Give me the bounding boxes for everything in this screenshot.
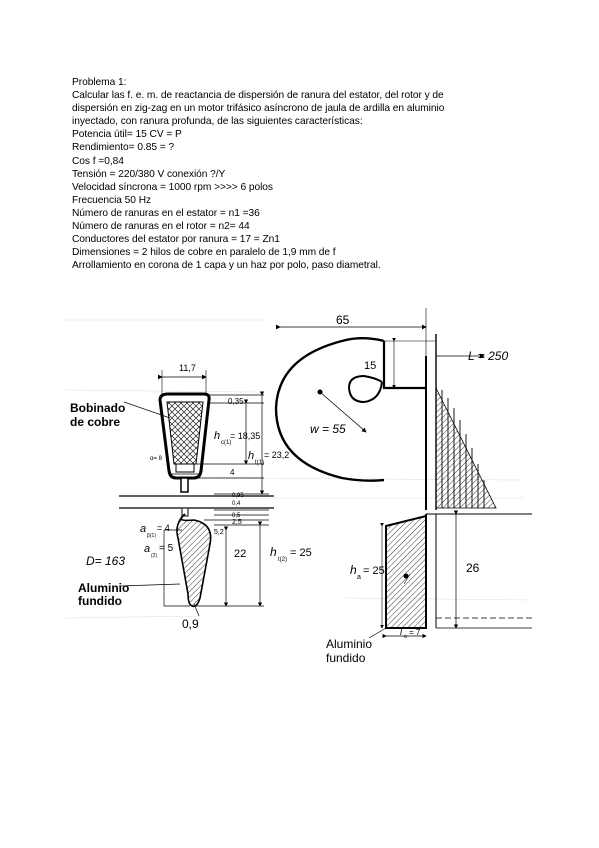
dim-26: 26 (466, 561, 480, 575)
problem-line: dispersión en zig-zag en un motor trifás… (72, 103, 445, 115)
problem-line: Número de ranuras en el estator = n1 =36 (72, 207, 260, 219)
a2-symbol: a (144, 543, 150, 555)
problem-line: Cos f =0,84 (72, 155, 124, 167)
dim-52: 5,2 (214, 529, 224, 536)
label-copper-2: de cobre (70, 415, 120, 429)
radius-w: w = 55 (310, 422, 346, 436)
ht1-value: = 23,2 (264, 450, 289, 460)
motor-slot-figure: 11,7 Bobinado de cobre 0,35 h c(1) = 18,… (64, 298, 532, 674)
ring-label-alu-2: fundido (326, 651, 366, 665)
hc1-symbol: h (214, 430, 220, 442)
problem-line: Conductores del estator por ranura = 17 … (72, 234, 280, 246)
abeta-sub: β(1) (147, 533, 156, 539)
dim-4: 4 (230, 468, 235, 477)
stator-slot (158, 370, 211, 493)
ha-value: = 25 (363, 565, 385, 577)
label-alu-1: Aluminio (78, 581, 129, 595)
abeta-value: = 4 (157, 523, 170, 533)
a2-value: = 5 (159, 543, 174, 554)
dim-09: 0,9 (182, 617, 199, 631)
ht2-value: = 25 (290, 547, 312, 559)
alpha-8: α= 8 (150, 456, 163, 462)
ht2-symbol: h (270, 545, 277, 559)
ht1-sub: t(1) (255, 460, 264, 466)
dim-width-top: 11,7 (179, 363, 196, 373)
leader-lines (118, 401, 200, 617)
problem-statement: Problema 1: Calcular las f. e. m. de rea… (72, 76, 542, 272)
rotor-bar (176, 507, 212, 608)
label-copper-1: Bobinado (70, 401, 125, 415)
problem-line: Potencia útil= 15 CV = P (72, 129, 182, 141)
problem-line: Frecuencia 50 Hz (72, 194, 152, 206)
ha-sub: a (357, 574, 361, 581)
end-ring (274, 308, 532, 639)
d-label: D= 163 (86, 554, 125, 568)
la-sub: a (404, 634, 407, 640)
dim-035: 0,35 (228, 397, 244, 406)
dim-095: 0,95 (232, 493, 244, 499)
problem-line: Problema 1: (72, 77, 127, 88)
ht1-symbol: h (248, 450, 254, 462)
slot-dims (163, 391, 269, 607)
dim-25: 2,5 (232, 519, 242, 526)
problem-line: Velocidad síncrona = 1000 rpm >>>> 6 pol… (72, 181, 273, 193)
problem-line: Tensión = 220/380 V conexión ?/Y (72, 168, 226, 180)
a2-sub: (2) (151, 553, 157, 559)
label-alu-2: fundido (78, 594, 122, 608)
dim-65: 65 (336, 313, 350, 327)
figure-drawing: 11,7 Bobinado de cobre 0,35 h c(1) = 18,… (64, 308, 532, 665)
la-symbol: l (400, 627, 403, 637)
dim-15: 15 (364, 360, 376, 372)
problem-line: Arrollamiento en corona de 1 capa y un h… (72, 260, 381, 272)
ht2-sub: t(2) (278, 557, 287, 563)
dim-22: 22 (234, 548, 246, 560)
hc1-value: = 18,35 (230, 431, 260, 441)
problem-line: Rendimiento= 0.85 = ? (72, 142, 175, 154)
abeta-symbol: a (140, 523, 146, 535)
dim-05: 0,5 (232, 513, 241, 519)
problem-line: Número de ranuras en el rotor = n2= 44 (72, 221, 250, 233)
ha-symbol: h (350, 563, 357, 577)
la-value: = 7 (409, 628, 421, 637)
problem-line: Calcular las f. e. m. de reactancia de d… (72, 90, 444, 102)
dim-04: 0,4 (232, 501, 241, 507)
ring-labels: 65 15 L = 250 w = 55 h a = 25 26 l a = 7… (310, 313, 508, 665)
problem-line: Dimensiones = 2 hilos de cobre en parale… (72, 247, 336, 259)
hc1-sub: c(1) (221, 440, 231, 446)
slot-labels: 11,7 Bobinado de cobre 0,35 h c(1) = 18,… (70, 363, 312, 631)
problem-line: inyectado, con ranura profunda, de las s… (72, 116, 363, 128)
length-L: L = 250 (468, 349, 508, 363)
ring-label-alu-1: Aluminio (326, 637, 372, 651)
